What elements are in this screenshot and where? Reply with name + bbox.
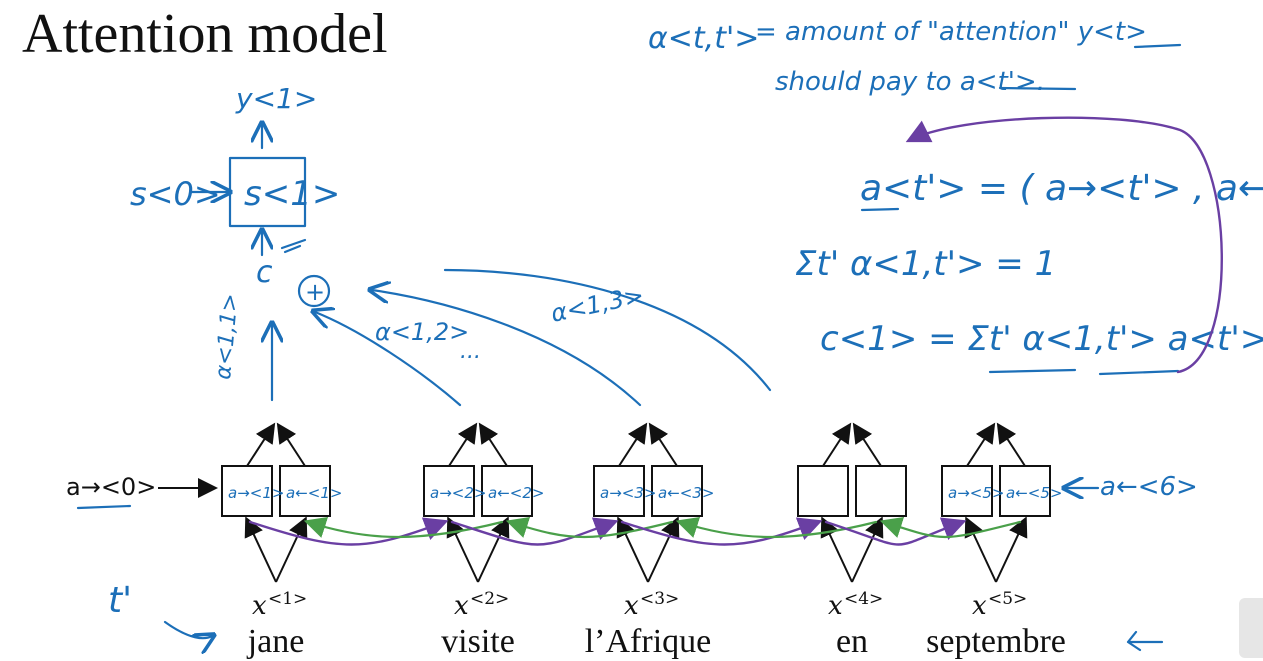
backward-activation-box [651,465,703,517]
underline-y [1133,43,1182,49]
backward-activation-box [481,465,533,517]
forward-activation-label: a→<2> [430,484,486,502]
alpha12-arrow [315,312,462,407]
input-arrow [616,516,649,583]
a0-underline [76,504,132,510]
scribble-mark [280,238,307,254]
concat-equation: a<t'> = ( a→<t'> , a←<t'> ) [860,168,1263,209]
forward-activation-box [797,465,849,517]
forward-activation-label: a→<3> [600,484,656,502]
backward-recurrent-link [505,516,674,539]
alpha11-label: α<1,1> [211,292,243,380]
input-word: en [836,623,868,660]
input-x-label: x [972,591,987,621]
input-arrow [446,516,479,583]
input-arrow [820,516,853,583]
forward-recurrent-link [824,517,967,546]
output-arrow [276,422,306,467]
s0-label: s<0> [130,175,221,213]
sum-node-label: + [305,278,325,306]
sum-node [297,274,331,308]
a6-label: a←<6> [1100,472,1198,502]
input-x-superscript: <4> [844,589,883,609]
input-word: l’Afrique [585,623,712,660]
input-arrow [995,516,1028,583]
play-icon[interactable] [1239,598,1263,658]
reference-arrow [905,116,1223,374]
input-x-superscript: <1> [268,589,307,609]
alpha12-label: α<1,2> [375,318,469,346]
alpha-def-lhs: α<t,t'> [648,21,759,56]
output-arrow [246,422,276,467]
input-arrow [477,516,510,583]
forward-recurrent-link [620,517,823,546]
input-x-superscript: <2> [470,589,509,609]
input-word: visite [441,623,515,660]
alpha-far-arrow [443,268,772,392]
s1-label: s<1> [244,174,340,214]
output-arrow [618,422,648,467]
output-arrow [966,422,996,467]
forward-activation-label: a→<5> [948,484,1004,502]
output-arrow [996,422,1026,467]
output-arrow [448,422,478,467]
backward-activation-box [855,465,907,517]
input-word: septembre [926,623,1066,660]
backward-activation-box [279,465,331,517]
c-label: c [256,255,273,290]
alpha-def-line2: should pay to a<t'>. [775,67,1045,97]
input-x-superscript: <5> [988,589,1027,609]
input-arrow [964,516,997,583]
alpha13-arrow [372,290,642,407]
forward-activation-box [221,465,273,517]
output-arrow [478,422,508,467]
input-x-label: x [624,591,639,621]
output-arrow [822,422,852,467]
backward-activation-label: a←<2> [488,484,544,502]
backward-activation-box [999,465,1051,517]
y1-label: y<1> [235,82,317,115]
input-arrow [647,516,680,583]
underline-a [998,86,1077,91]
backward-recurrent-link [879,516,1022,539]
input-arrow [851,516,884,583]
backward-activation-label: a←<5> [1006,484,1062,502]
alpha-def-line1: = amount of "attention" y<t> [755,17,1147,47]
forward-activation-label: a→<1> [228,484,284,502]
input-x-superscript: <3> [640,589,679,609]
input-x-label: x [454,591,469,621]
sum-equation: Σt' α<1,t'> = 1 [795,244,1056,284]
a0-label: a→<0> [66,473,156,501]
page-title: Attention model [22,3,388,65]
context-equation: c<1> = Σt' α<1,t'> a<t'> [820,319,1263,359]
forward-activation-box [593,465,645,517]
input-arrow [244,516,277,583]
underline-concat [860,207,900,212]
input-x-label: x [252,591,267,621]
septembre-arrow [1126,630,1164,652]
backward-activation-label: a←<1> [286,484,342,502]
tprime-arrow [163,620,212,638]
output-arrow [648,422,678,467]
input-arrow [275,516,308,583]
backward-activation-label: a←<3> [658,484,714,502]
output-arrow [852,422,882,467]
forward-activation-box [423,465,475,517]
ellipsis: ... [460,339,481,364]
forward-activation-box [941,465,993,517]
forward-recurrent-link [450,517,619,546]
underline-a-context [1098,369,1180,376]
encoder: a→<1>a←<1>x<1>janea→<2>a←<2>x<2>visitea→… [221,422,1066,660]
forward-recurrent-link [248,517,449,546]
input-x-label: x [828,591,843,621]
input-word: jane [247,623,305,660]
tprime-label: t' [108,580,132,621]
underline-alpha [988,368,1077,374]
